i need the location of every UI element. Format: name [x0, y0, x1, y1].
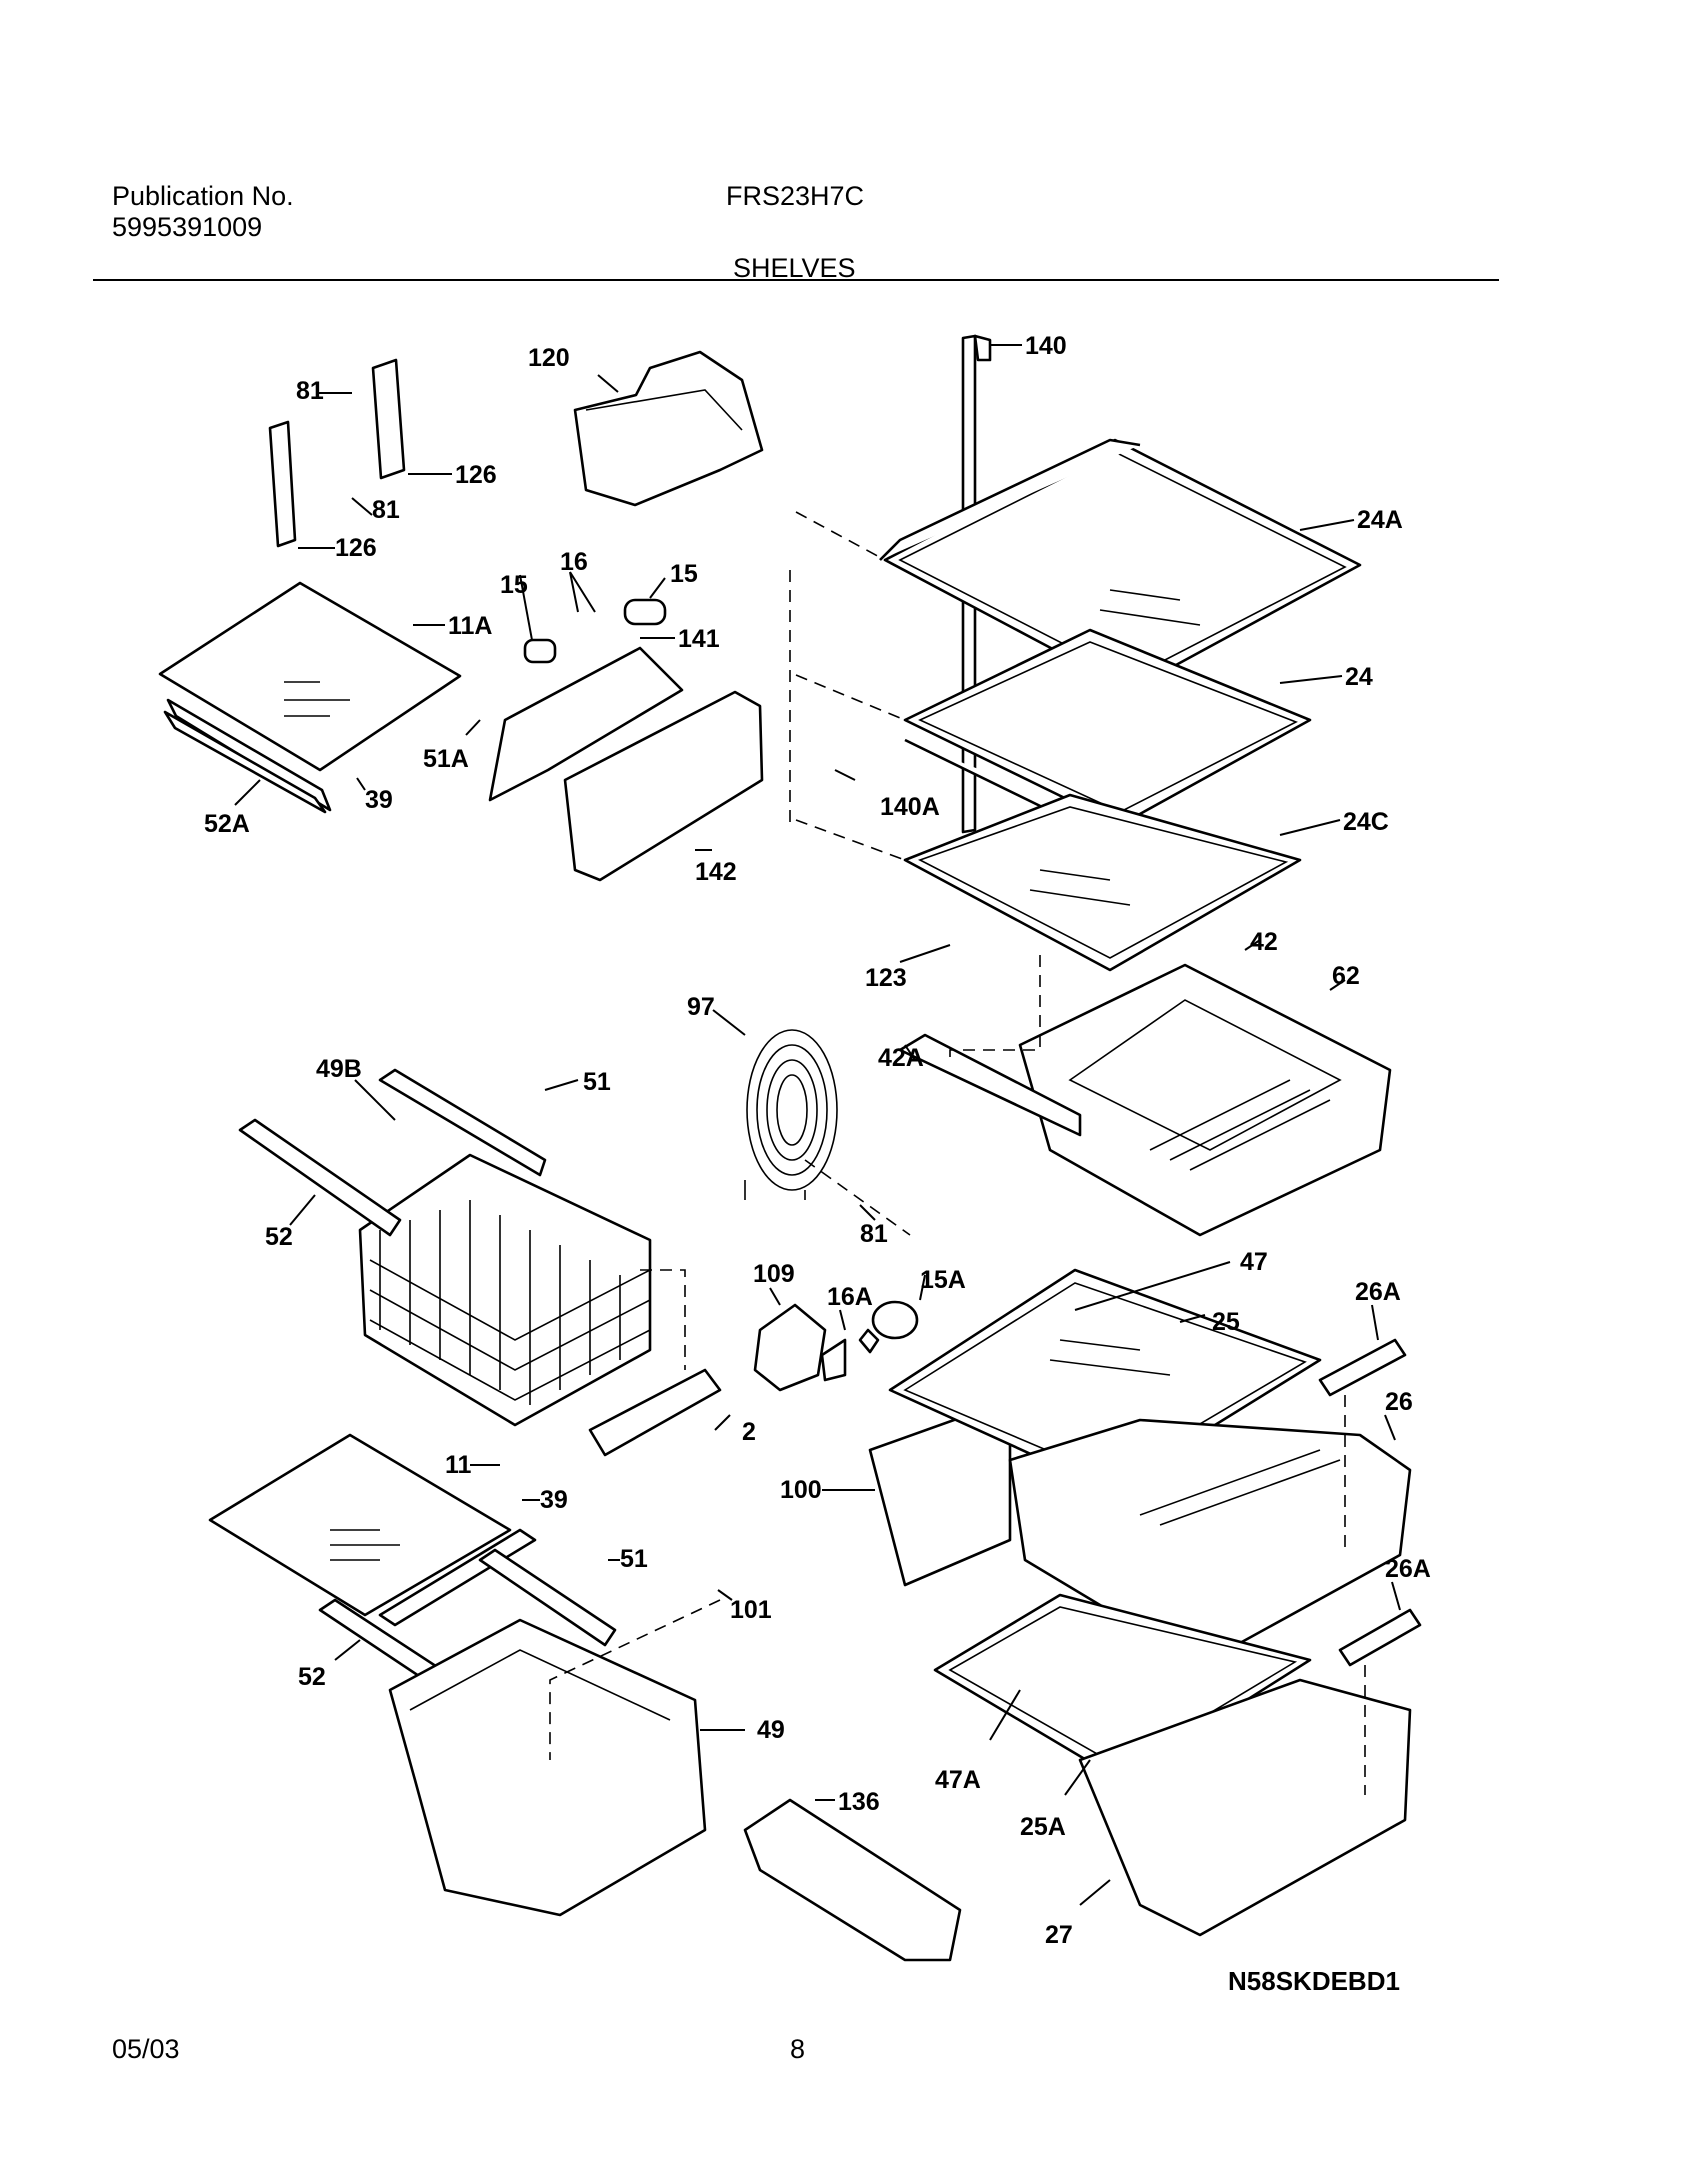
part-label-140: 140: [1025, 332, 1067, 360]
shelf-11a: [158, 581, 462, 812]
bracket-126: [268, 358, 406, 548]
part-label-24: 24: [1345, 663, 1373, 691]
part-label-126: 126: [335, 534, 377, 562]
part-label-49b: 49B: [316, 1055, 362, 1083]
coil-97: [744, 1029, 838, 1200]
part-label-27: 27: [1045, 1921, 1073, 1949]
header-rule: [93, 279, 1499, 281]
part-label-47a: 47A: [935, 1766, 981, 1794]
shelf-11: [208, 1433, 512, 1617]
pan-62: [1018, 963, 1392, 1237]
part-label-101: 101: [730, 1596, 772, 1624]
part-label-52a: 52A: [204, 810, 250, 838]
bin-49: [388, 1618, 707, 1917]
part-label-109: 109: [753, 1260, 795, 1288]
clip-26a-upper: [1318, 1338, 1407, 1397]
part-label-26a: 26A: [1385, 1555, 1431, 1583]
shelf-25a: [933, 1593, 1312, 1782]
light-cover-142: [563, 690, 764, 882]
part-label-81: 81: [372, 496, 400, 524]
part-label-142: 142: [695, 858, 737, 886]
clip-2: [588, 1368, 722, 1457]
part-label-25a: 25A: [1020, 1813, 1066, 1841]
basket-49b: [358, 1153, 652, 1427]
part-label-42a: 42A: [878, 1044, 924, 1072]
part-label-16a: 16A: [827, 1283, 873, 1311]
part-label-136: 136: [838, 1788, 880, 1816]
part-label-120: 120: [528, 344, 570, 372]
drawer-27: [1078, 1678, 1412, 1937]
part-label-26a: 26A: [1355, 1278, 1401, 1306]
part-label-15: 15: [500, 571, 528, 599]
publication-number: 5995391009: [112, 212, 263, 242]
light-housing-109: [753, 1300, 919, 1392]
part-label-11a: 11A: [448, 612, 492, 640]
part-label-126: 126: [455, 461, 497, 489]
bin-120: [573, 350, 764, 507]
part-label-42: 42: [1250, 928, 1278, 956]
part-label-97: 97: [687, 993, 715, 1021]
socket-bracket-141: [488, 598, 684, 802]
shelf-24a: [879, 438, 1362, 692]
part-label-123: 123: [865, 964, 907, 992]
page-number: 8: [790, 2034, 806, 2064]
rail-51-lower: [478, 1548, 617, 1647]
part-label-81: 81: [860, 1220, 888, 1248]
part-label-81: 81: [296, 377, 324, 405]
part-label-52: 52: [298, 1663, 326, 1691]
clip-26a-lower: [1338, 1608, 1422, 1667]
publication-label: Publication No.: [112, 181, 294, 211]
part-label-52: 52: [265, 1223, 293, 1251]
part-label-2: 2: [742, 1418, 756, 1446]
drawer-26: [1008, 1418, 1412, 1667]
part-label-49: 49: [757, 1716, 785, 1744]
part-label-47: 47: [1240, 1248, 1268, 1276]
alignment-guides: [549, 511, 1366, 1795]
footer-date: 05/03: [112, 2034, 180, 2064]
rail-52-upper: [238, 1118, 402, 1237]
part-label-15a: 15A: [920, 1266, 966, 1294]
part-label-39: 39: [540, 1486, 568, 1514]
part-label-39: 39: [365, 786, 393, 814]
part-label-25: 25: [1212, 1308, 1240, 1336]
part-label-51: 51: [583, 1068, 611, 1096]
support-136: [743, 1798, 962, 1962]
part-label-24c: 24C: [1343, 808, 1389, 836]
part-labels: 81 126 81 126 120 140 24A 15 16 15 11A 1…: [204, 332, 1431, 1949]
rail-42a: [898, 1033, 1082, 1137]
drawing-code: N58SKDEBD1: [1228, 1966, 1400, 1996]
part-label-11: 11: [445, 1451, 472, 1479]
rail-52a: [163, 710, 327, 814]
part-label-16: 16: [560, 548, 588, 576]
part-label-51: 51: [620, 1545, 648, 1573]
part-label-24a: 24A: [1357, 506, 1403, 534]
part-label-15: 15: [670, 560, 698, 588]
part-label-141: 141: [678, 625, 720, 653]
part-label-140a: 140A: [880, 793, 940, 821]
part-label-100: 100: [780, 1476, 822, 1504]
model-number: FRS23H7C: [726, 181, 865, 211]
part-label-51a: 51A: [423, 745, 469, 773]
part-label-62: 62: [1332, 962, 1360, 990]
shelf-24c: [903, 793, 1302, 972]
rail-51-upper: [378, 1068, 547, 1177]
section-title: SHELVES: [733, 253, 856, 283]
leader-lines: [234, 344, 1401, 1906]
part-label-26: 26: [1385, 1388, 1413, 1416]
